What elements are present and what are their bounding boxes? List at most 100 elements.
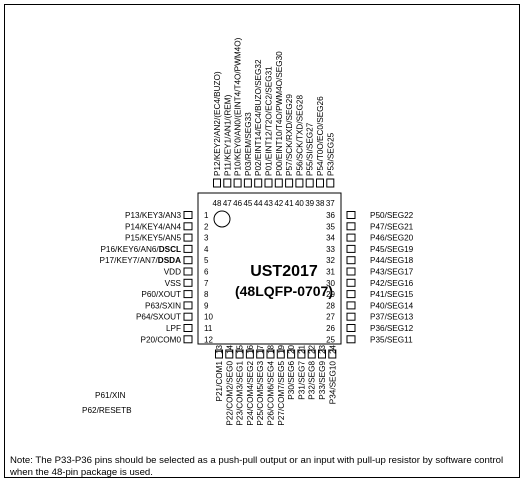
pin-47-number: 47 (223, 199, 232, 208)
pin-31-number: 31 (326, 268, 335, 277)
pin-22-number: 22 (308, 344, 317, 353)
pin-25-label: P35/SEG11 (370, 335, 413, 344)
package-note: Note: The P33-P36 pins should be selecte… (10, 455, 504, 478)
pin-36-number: 36 (326, 211, 335, 220)
pin-46-number: 46 (233, 199, 242, 208)
pin-40-pad (295, 178, 304, 188)
pin-18-pad (266, 349, 275, 359)
pin-44-number: 44 (254, 199, 263, 208)
pin-30-label: P42/SEG16 (370, 279, 414, 288)
pin-6-label: VDD (164, 268, 181, 277)
pin-22-pad (307, 349, 316, 359)
pin-33-label: P45/SEG19 (370, 245, 414, 254)
pin-36-pad (346, 211, 356, 219)
pin-46-pad (233, 178, 242, 188)
pin-24-pad (328, 349, 337, 359)
pin-45-number: 45 (243, 199, 252, 208)
chip-package: (48LQFP-0707) (235, 283, 333, 299)
figure-frame (4, 4, 520, 478)
pin-19-pad (276, 349, 285, 359)
pin-39-label: P55/SI/SEG27 (306, 122, 315, 176)
pin-23-number: 23 (318, 344, 327, 353)
pin-10-label: P64/SXOUT (136, 313, 181, 322)
pin-29-number: 29 (326, 290, 335, 299)
pin-5-number: 5 (204, 256, 209, 265)
pin-47-label: P11/KEY1/AN1/(REM) (223, 94, 232, 176)
pin-5-label-bold: DSDA (158, 256, 181, 265)
pin-35-label: P47/SEG21 (370, 222, 414, 231)
pin-9-number: 9 (204, 301, 209, 310)
pin-6-pad (183, 267, 193, 276)
pin-27-number: 27 (326, 313, 335, 322)
pin-38-label: P54/T0O/EC0/SEG26 (316, 96, 325, 176)
pin-3-label: P15/KEY5/AN5 (125, 234, 181, 243)
pin-2-number: 2 (204, 222, 209, 231)
pin-43-label: P01/EINT12/T2O/EC2/SEG31 (265, 66, 274, 176)
pin-45-pad (243, 178, 252, 188)
pin-46-label: P10/KEY0/AN0/(EINT4/T4O/PWM4O) (234, 37, 243, 176)
pin-12-number: 12 (204, 335, 213, 344)
pin-14-number: 14 (225, 344, 234, 353)
pin-39-pad (305, 178, 314, 188)
pin-48-label: P12/KEY2/AN2/(EC4/BUZO) (213, 71, 222, 176)
pin-38-pad (316, 178, 324, 188)
pin-42-label: P00/EINT10/T4O/PWM4O/SEG30 (275, 51, 284, 176)
pin-18-label: P26/COM6/SEG4 (267, 361, 276, 426)
pin-1-pad (183, 211, 193, 219)
pin-32-number: 32 (326, 256, 335, 265)
pin-9-pad (183, 301, 193, 310)
pin-4-label-bold: DSCL (159, 245, 181, 254)
pin-21-number: 21 (297, 344, 306, 353)
pin-16-number: 16 (246, 344, 255, 353)
pin-40-number: 40 (295, 199, 304, 208)
pin-41-number: 41 (285, 199, 294, 208)
pin-2-pad (183, 222, 193, 231)
pin-23-label: P33/SEG9 (318, 361, 327, 400)
pin-32-label: P44/SEG18 (370, 256, 414, 265)
pin-7-pad (183, 278, 193, 287)
pin-15-pad (235, 349, 244, 359)
pin-37-label: P53/SEG25 (326, 132, 335, 176)
pins-group: 1P13/KEY3/AN32P14/KEY4/AN43P15/KEY5/AN54… (100, 37, 414, 425)
pin-8-label: P60/XOUT (141, 290, 181, 299)
pin-11-number: 11 (204, 324, 213, 333)
extra-label-1: P61/XIN (95, 391, 126, 400)
pin-3-number: 3 (204, 234, 209, 243)
pin-20-label: P30/SEG6 (287, 361, 296, 400)
pin-41-pad (285, 178, 294, 188)
pin-41-label: P57/SCK/RXD/SEG29 (285, 94, 294, 176)
pin-4-number: 4 (204, 245, 209, 254)
pin-26-pad (346, 324, 356, 332)
pin-23-pad (318, 349, 326, 359)
pin-44-label: P02/EINT14/EC4/BUZO/SEG32 (254, 59, 263, 176)
pin-44-pad (254, 178, 263, 188)
pin-8-number: 8 (204, 290, 209, 299)
pin-27-label: P37/SEG13 (370, 313, 414, 322)
pin-14-label: P22/COM2/SEG0 (225, 361, 234, 426)
pin-43-pad (264, 178, 273, 188)
pin-45-label: P03/REM/SEG33 (244, 112, 253, 176)
pin-25-pad (346, 335, 356, 344)
pin-36-label: P50/SEG22 (370, 211, 414, 220)
pin-18-number: 18 (267, 344, 276, 353)
pin-9-label: P63/SXIN (145, 301, 181, 310)
pin-21-label: P31/SEG7 (297, 361, 306, 400)
pin-11-label: LPF (166, 324, 181, 333)
pin-13-number: 13 (215, 344, 224, 353)
pin-24-number: 24 (328, 344, 337, 353)
pin-26-label: P36/SEG12 (370, 324, 414, 333)
pin-31-pad (346, 267, 356, 276)
pin-15-label: P23/COM3/SEG1 (236, 361, 245, 426)
pin-42-number: 42 (274, 199, 283, 208)
pin-22-label: P32/SEG8 (308, 361, 317, 400)
pin-32-pad (346, 256, 356, 265)
pin-19-number: 19 (277, 344, 286, 353)
pin-4-label: P16/KEY6/AN6/DSCL (100, 245, 181, 254)
pin-17-pad (256, 349, 265, 359)
chip-body-group: UST2017 (48LQFP-0707) (197, 192, 342, 345)
pin-29-pad (346, 290, 356, 299)
pin-28-label: P40/SEG14 (370, 301, 414, 310)
pin-48-number: 48 (213, 199, 222, 208)
